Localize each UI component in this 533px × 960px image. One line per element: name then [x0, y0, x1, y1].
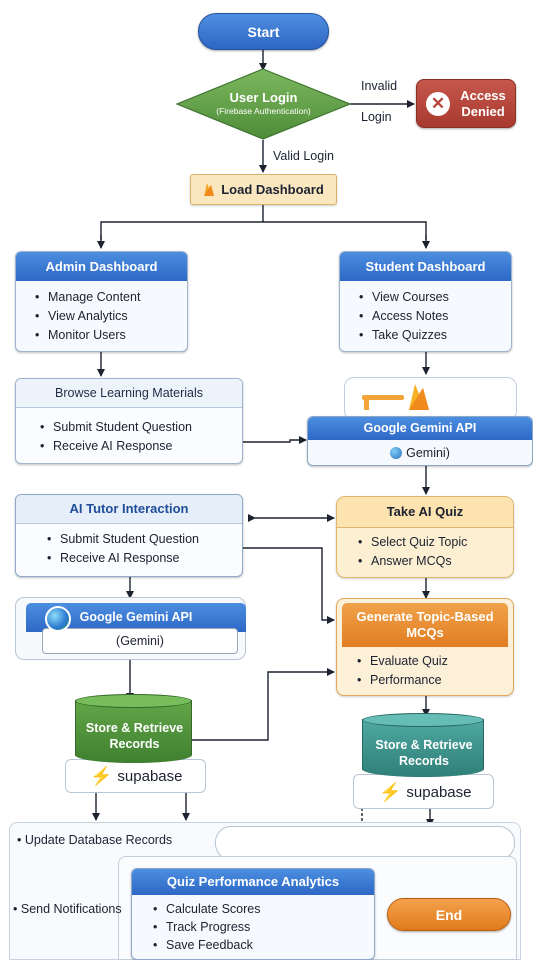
- list-item: Track Progress: [153, 918, 374, 936]
- close-icon: ✕: [426, 92, 450, 116]
- arrow-bar-icon: [362, 395, 404, 400]
- take-quiz-list: Select Quiz Topic Answer MCQs: [337, 528, 513, 571]
- update-db-label: Update Database Records: [24, 833, 173, 847]
- supabase-bolt-icon: ⚡: [90, 766, 113, 786]
- supabase-right-brand: supabase: [406, 783, 472, 801]
- database-right-cylinder: Store & Retrieve Records: [362, 713, 484, 777]
- firebase-icon: [204, 183, 215, 196]
- list-item: Submit Student Question: [40, 418, 242, 437]
- store-right-line2: Records: [398, 754, 450, 768]
- analytics-title: Quiz Performance Analytics: [132, 869, 374, 895]
- student-dashboard-title: Student Dashboard: [340, 252, 511, 281]
- list-item: Access Notes: [359, 307, 511, 326]
- student-dashboard-box: Student Dashboard View Courses Access No…: [339, 251, 512, 352]
- supabase-left-panel: ⚡ supabase: [65, 759, 206, 793]
- ai-tutor-list: Submit Student Question Receive AI Respo…: [16, 524, 242, 568]
- store-left-line2: Records: [109, 737, 160, 751]
- student-dashboard-list: View Courses Access Notes Take Quizzes: [340, 281, 511, 345]
- list-item: Receive AI Response: [47, 549, 242, 568]
- gemini-right-logo-panel: [344, 377, 517, 421]
- login-subtitle: (Firebase Authentication): [216, 106, 311, 116]
- login-decision-text: User Login (Firebase Authentication): [186, 90, 341, 117]
- take-quiz-box: Take AI Quiz Select Quiz Topic Answer MC…: [336, 496, 514, 578]
- analytics-box: Quiz Performance Analytics Calculate Sco…: [131, 868, 375, 960]
- login-decision-diamond: [176, 68, 351, 140]
- gemini-right-box: Google Gemini API Gemini): [307, 416, 533, 466]
- analytics-list: Calculate Scores Track Progress Save Fee…: [132, 895, 374, 954]
- admin-dashboard-box: Admin Dashboard Manage Content View Anal…: [15, 251, 188, 352]
- list-item: Submit Student Question: [47, 530, 242, 549]
- firebase-flame-icon: [409, 384, 429, 410]
- send-notifications-item: • Send Notifications: [13, 902, 122, 916]
- gemini-left-box: Google Gemini API (Gemini): [15, 597, 246, 660]
- generate-mcqs-box: Generate Topic-Based MCQs Evaluate Quiz …: [336, 598, 514, 696]
- gemini-left-sub: (Gemini): [42, 628, 238, 654]
- ai-tutor-title: AI Tutor Interaction: [16, 495, 242, 524]
- end-label: End: [435, 906, 463, 923]
- list-item: Performance: [357, 671, 513, 690]
- list-item: Save Feedback: [153, 936, 374, 954]
- admin-dashboard-title: Admin Dashboard: [16, 252, 187, 281]
- load-dashboard-node: Load Dashboard: [190, 174, 337, 205]
- start-label: Start: [247, 23, 280, 40]
- end-node: End: [387, 898, 511, 931]
- bottom-flow-panel: [215, 826, 515, 860]
- list-item: Answer MCQs: [358, 552, 513, 571]
- load-dashboard-label: Load Dashboard: [221, 182, 324, 197]
- supabase-right-panel: ⚡ supabase: [353, 774, 494, 809]
- start-node: Start: [198, 13, 329, 50]
- send-notifications-label: Send Notifications: [20, 902, 122, 916]
- access-denied-line2: Denied: [461, 104, 505, 119]
- list-item: View Analytics: [35, 307, 187, 326]
- access-denied-line1: Access: [460, 88, 506, 103]
- generate-mcqs-list: Evaluate Quiz Performance: [337, 647, 513, 690]
- generate-mcqs-line1: Generate Topic-Based: [356, 609, 494, 624]
- list-item: Evaluate Quiz: [357, 652, 513, 671]
- browse-materials-title: Browse Learning Materials: [16, 379, 242, 408]
- list-item: Take Quizzes: [359, 326, 511, 345]
- list-item: Select Quiz Topic: [358, 533, 513, 552]
- ai-tutor-box: AI Tutor Interaction Submit Student Ques…: [15, 494, 243, 577]
- store-right-line1: Store & Retrieve: [375, 738, 473, 752]
- take-quiz-title: Take AI Quiz: [337, 497, 513, 528]
- generate-mcqs-line2: MCQs: [406, 625, 444, 640]
- supabase-left-brand: supabase: [117, 767, 183, 785]
- gemini-logo-icon: [390, 446, 403, 459]
- store-left-line1: Store & Retrieve: [85, 721, 184, 735]
- gemini-logo-icon: [45, 606, 71, 632]
- admin-dashboard-list: Manage Content View Analytics Monitor Us…: [16, 281, 187, 345]
- list-item: Monitor Users: [35, 326, 187, 345]
- invalid-label: Invalid: [361, 79, 398, 93]
- list-item: View Courses: [359, 288, 511, 307]
- generate-mcqs-header: Generate Topic-Based MCQs: [342, 603, 508, 647]
- list-item: Calculate Scores: [153, 900, 374, 918]
- supabase-bolt-icon: ⚡: [379, 782, 402, 802]
- invalid-login-label: Login: [361, 110, 392, 124]
- browse-materials-list: Submit Student Question Receive AI Respo…: [16, 408, 242, 456]
- browse-materials-box: Browse Learning Materials Submit Student…: [15, 378, 243, 464]
- access-denied-node: ✕ Access Denied: [416, 79, 516, 128]
- list-item: Manage Content: [35, 288, 187, 307]
- login-title: User Login: [229, 90, 298, 105]
- list-item: Receive AI Response: [40, 437, 242, 456]
- update-db-item: • Update Database Records: [17, 833, 173, 847]
- gemini-right-title: Google Gemini API: [308, 417, 532, 440]
- gemini-right-logo-text: Gemini): [406, 445, 450, 460]
- valid-login-label-text: Valid Login: [273, 149, 334, 163]
- database-left-cylinder: Store & Retrieve Records: [75, 694, 192, 763]
